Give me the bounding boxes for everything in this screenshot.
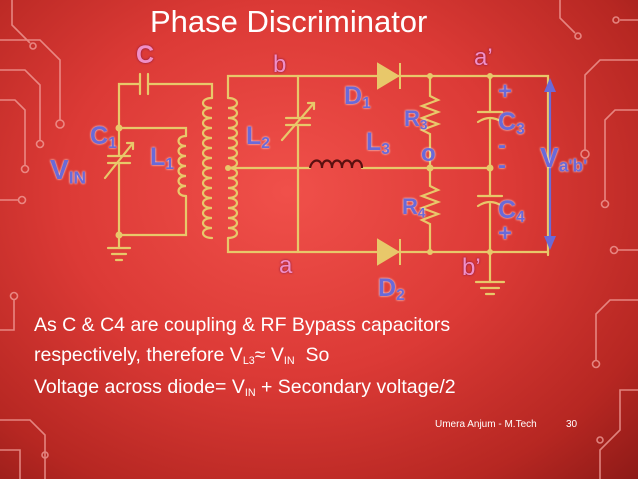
label-node-o: o [421, 140, 436, 167]
slide-title: Phase Discriminator [150, 4, 428, 39]
body-line-3: Voltage across diode= VIN + Secondary vo… [34, 376, 456, 400]
label-plus-bottom: + [498, 220, 513, 247]
label-c3: C3 [498, 108, 525, 138]
label-minus-2: - [498, 152, 506, 179]
diode-d1 [377, 62, 400, 90]
label-c4: C4 [498, 196, 525, 226]
label-d2: D2 [378, 274, 405, 304]
label-c1: C1 [90, 122, 117, 152]
label-l1: L1 [150, 143, 174, 173]
body-line-2: respectively, therefore VL3≈ VIN So [34, 344, 330, 368]
wire-c-left [117, 82, 142, 130]
label-minus-1: - [498, 132, 506, 159]
wire-c-right [146, 82, 214, 100]
label-d1: D1 [344, 82, 371, 112]
label-b-prime: b’ [462, 254, 481, 281]
page-number: 30 [566, 419, 578, 430]
label-a: a [279, 252, 293, 279]
label-plus-top: + [498, 78, 513, 105]
diode-d2 [377, 238, 400, 266]
label-r4: R4 [402, 194, 426, 221]
label-b: b [273, 51, 287, 78]
label-vin: VIN [50, 154, 87, 188]
footer-author: Umera Anjum - M.Tech [435, 419, 537, 430]
label-a-prime: a’ [474, 44, 493, 71]
label-r3: R3 [404, 106, 428, 133]
body-line-1: As C & C4 are coupling & RF Bypass capac… [34, 314, 451, 336]
label-l2: L2 [246, 122, 270, 152]
label-v-out: Va'b' [540, 142, 588, 176]
label-l3: L3 [366, 128, 390, 158]
label-c: C [136, 41, 155, 69]
